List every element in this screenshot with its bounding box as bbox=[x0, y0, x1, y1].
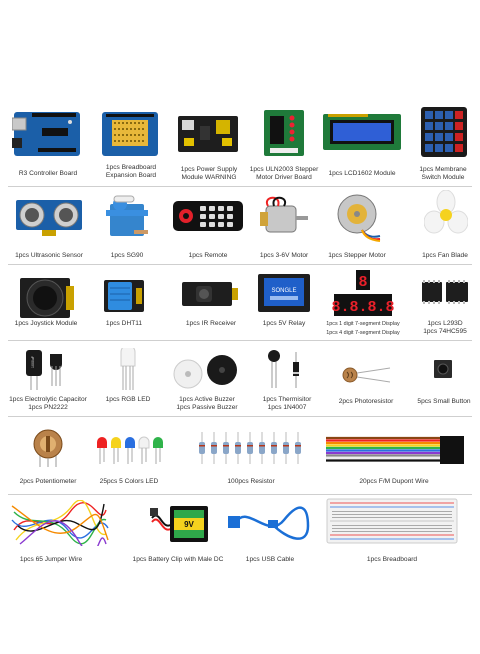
jumper-wire-label: 1pcs 65 Jumper Wire bbox=[19, 556, 83, 563]
row-divider bbox=[8, 340, 472, 341]
seven-segment-label: 1pcs 1 digit 7-segment Display 1pcs 4 di… bbox=[326, 321, 400, 336]
uln2003-driver-image bbox=[262, 108, 306, 158]
fan-blade-label: 1pcs Fan Blade bbox=[422, 252, 468, 259]
resistor-label: 100pcs Resistor bbox=[227, 478, 275, 485]
capacitor-label: 1pcs Electrolytic Capacitor 1pcs PN2222 bbox=[9, 396, 87, 411]
row-divider bbox=[8, 186, 472, 187]
stepper-motor-label: 1pcs Stepper Motor bbox=[328, 252, 386, 259]
breadboard-expansion-label: 1pcs Breadboard Expansion Board bbox=[105, 164, 157, 179]
potentiometer-image bbox=[28, 424, 68, 468]
joystick-label: 1pcs Joystick Module bbox=[14, 320, 78, 327]
usb-cable-label: 1pcs USB Cable bbox=[245, 556, 295, 563]
breadboard-expansion-board-image bbox=[100, 108, 160, 158]
row-divider bbox=[8, 416, 472, 417]
battery-voltage-text: 9V bbox=[184, 520, 194, 529]
five-color-led-label: 25pcs 5 Colors LED bbox=[99, 478, 159, 485]
row-divider bbox=[8, 494, 472, 495]
small-button-image bbox=[432, 358, 454, 380]
ir-receiver-image bbox=[180, 278, 240, 310]
buzzers-label: 1pcs Active Buzzer 1pcs Passive Buzzer bbox=[176, 396, 238, 411]
thermistor-diode-image bbox=[262, 348, 312, 392]
membrane-keypad-image bbox=[420, 106, 468, 158]
ir-remote-image bbox=[172, 200, 244, 232]
l293d-label: 1pcs L293D 1pcs 74HC595 bbox=[423, 320, 467, 335]
sg90-servo-image bbox=[104, 194, 150, 242]
power-supply-module-image bbox=[176, 112, 240, 156]
fan-blade-image bbox=[424, 190, 468, 238]
dht11-image bbox=[100, 276, 146, 316]
relay-module-image: SONGLE bbox=[256, 272, 312, 314]
one-digit-seg-text: 8 bbox=[358, 274, 367, 291]
joystick-module-image bbox=[18, 272, 76, 322]
buzzers-image bbox=[172, 352, 242, 392]
ir-receiver-label: 1pcs IR Receiver bbox=[185, 320, 237, 327]
dht11-label: 1pcs DHT11 bbox=[105, 320, 143, 327]
photoresistor-image bbox=[340, 360, 392, 390]
battery-clip-image: 9V bbox=[150, 498, 212, 544]
r3-controller-board-image bbox=[12, 108, 82, 158]
breadboard-image bbox=[326, 498, 458, 544]
ultrasonic-sensor-label: 1pcs Ultrasonic Sensor bbox=[15, 252, 83, 259]
rgb-led-label: 1pcs RGB LED bbox=[105, 396, 151, 403]
dupont-wire-image bbox=[322, 432, 468, 468]
jumper-wires-image bbox=[10, 500, 110, 546]
potentiometer-label: 2pcs Potentiometer bbox=[19, 478, 77, 485]
dupont-wire-label: 20pcs F/M Dupont Wire bbox=[359, 478, 429, 485]
four-digit-seg-text: 8.8.8.8 bbox=[332, 299, 394, 316]
seven-segment-displays-image: 8 8.8.8.8 bbox=[332, 270, 394, 318]
ic-chips-image bbox=[420, 280, 470, 308]
sg90-label: 1pcs SG90 bbox=[110, 252, 144, 259]
motor-label: 1pcs 3-6V Motor bbox=[259, 252, 309, 259]
capacitor-value-text: 1000uF bbox=[31, 356, 35, 368]
usb-cable-image bbox=[228, 502, 312, 542]
relay-label: 1pcs 5V Relay bbox=[262, 320, 306, 327]
capacitor-transistor-image: 1000uF bbox=[20, 346, 76, 392]
dc-motor-image bbox=[256, 194, 312, 240]
row-divider bbox=[8, 264, 472, 265]
five-color-leds-image bbox=[94, 432, 164, 466]
membrane-switch-label: 1pcs Membrane Switch Module bbox=[419, 166, 467, 181]
uln2003-label: 1pcs ULN2003 Stepper Motor Driver Board bbox=[249, 166, 319, 181]
ultrasonic-sensor-image bbox=[14, 196, 84, 238]
r3-controller-board-label: R3 Controller Board bbox=[18, 170, 78, 177]
stepper-motor-image bbox=[332, 192, 382, 242]
rgb-led-image bbox=[116, 348, 140, 392]
lcd1602-label: 1pcs LCD1602 Module bbox=[328, 170, 396, 177]
photoresistor-label: 2pcs Photoresistor bbox=[338, 398, 394, 405]
power-supply-label: 1pcs Power Supply Module WARNING bbox=[180, 166, 238, 181]
battery-clip-label: 1pcs Battery Clip with Male DC bbox=[132, 556, 224, 563]
remote-label: 1pcs Remote bbox=[188, 252, 228, 259]
relay-brand-text: SONGLE bbox=[271, 288, 296, 294]
lcd1602-module-image bbox=[322, 112, 402, 152]
small-button-label: 5pcs Small Button bbox=[417, 398, 471, 405]
resistors-image bbox=[196, 432, 306, 464]
thermistor-label: 1pcs Thermisitor 1pcs 1N4007 bbox=[262, 396, 312, 411]
breadboard-label: 1pcs Breadboard bbox=[366, 556, 418, 563]
